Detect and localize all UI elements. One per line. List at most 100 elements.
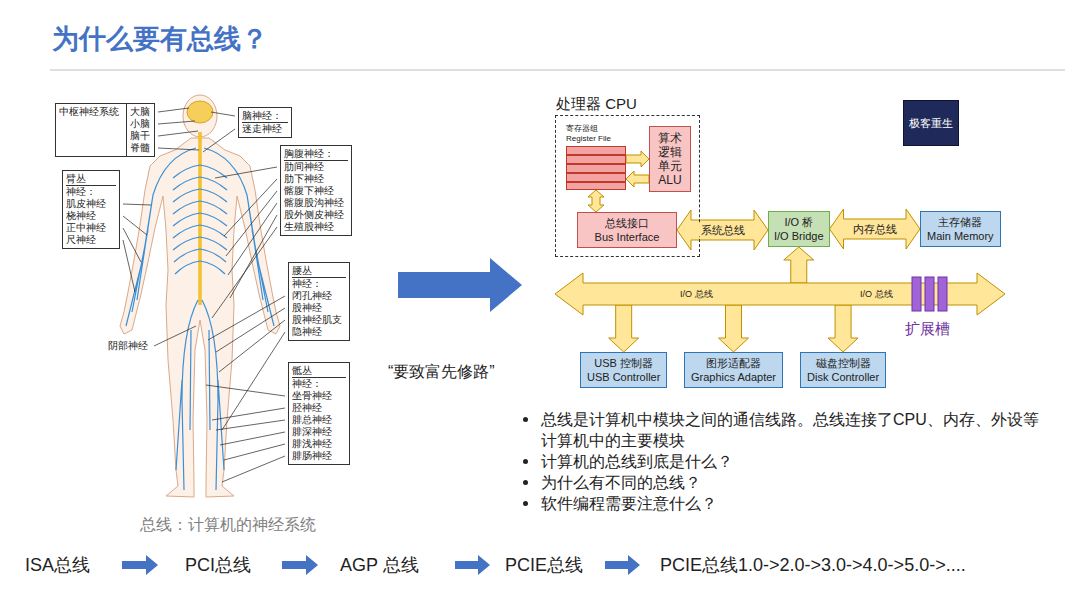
controller-box: 磁盘控制器Disk Controller [800, 352, 886, 388]
group-heading: 胸腹神经： [284, 148, 348, 161]
register-heading: 寄存器组 Register File [566, 124, 626, 144]
slot-label: 扩展槽 [905, 320, 950, 338]
leader-line [123, 228, 141, 262]
box-label: 算术逻辑单元 [656, 131, 684, 173]
io-bus-arrow [555, 283, 1005, 305]
bus-arrow [719, 305, 749, 352]
bullet-item: 为什么有不同的总线？ [515, 472, 1045, 493]
leader-line [123, 240, 135, 292]
nerve-lines [176, 300, 224, 490]
part-name: 小脑 [130, 118, 151, 130]
box-label: ALU [656, 173, 684, 187]
box-label: 总线接口 [584, 216, 670, 230]
bus-arrow [677, 210, 768, 250]
bullet-dot [523, 459, 528, 464]
leader-line [224, 179, 277, 236]
title-rule [50, 70, 1065, 71]
bus-generation: ISA总线 [25, 553, 90, 577]
box-label: Disk Controller [807, 370, 879, 384]
nerve-lines [200, 165, 227, 274]
cpu-heading: 处理器 CPU [556, 95, 637, 113]
nerve-name: 腓肠神经 [292, 450, 346, 462]
leader-line [158, 148, 199, 150]
nerve-name: 正中神经 [66, 222, 116, 234]
leader-line [158, 131, 198, 136]
bus-name: 系统总线 [699, 224, 747, 237]
register-file: 寄存器组 Register File [566, 124, 626, 190]
bullet-text: 计算机的总线到底是什么？ [541, 453, 733, 470]
leader-line [216, 420, 285, 430]
bullet-text: 总线是计算机中模块之间的通信线路。总线连接了CPU、内存、外设等计算机中的主要模… [541, 411, 1039, 449]
box-label: Graphics Adapter [691, 370, 776, 384]
box-label: I/O Bridge [774, 229, 824, 243]
leader-line [158, 108, 189, 112]
bullet-list: 总线是计算机中模块之间的通信线路。总线连接了CPU、内存、外设等计算机中的主要模… [515, 409, 1045, 514]
nerve-label-box: 腰丛神经：闭孔神经股神经股神经肌支隐神经 [288, 262, 350, 341]
nerve-label-box: 脑神经：迷走神经 [238, 107, 292, 138]
nerve-label: 阴部神经 [108, 340, 148, 352]
flow-arrow [282, 555, 318, 575]
bullet-text: 软件编程需要注意什么？ [541, 495, 717, 512]
leader-line [208, 296, 285, 340]
group-heading: 脑神经： [242, 110, 288, 123]
box-label: USB 控制器 [587, 356, 660, 370]
list-cell: 大脑小脑脑干脊髓 [126, 104, 154, 156]
nerve-lines [204, 148, 274, 326]
io-bus-band: I/O 总线I/O 总线 [555, 283, 1005, 305]
io-bridge-box: I/O 桥I/O Bridge [768, 211, 830, 247]
logo-badge: 极客重生 [903, 100, 959, 146]
box-label: 极客重生 [909, 116, 953, 130]
bus-generation: PCI总线 [185, 553, 251, 577]
leader-line [222, 332, 285, 430]
cpu-boundary: 处理器 CPU寄存器组 Register File算术逻辑单元ALU总线接口Bu… [555, 115, 700, 257]
group-heading: 骶丛 [292, 365, 346, 378]
leader-line [219, 320, 285, 372]
spinal-cord [198, 132, 202, 305]
slogan: “要致富先修路” [388, 362, 495, 382]
nerve-label-box: 臂丛神经：肌皮神经桡神经正中神经尺神经 [62, 170, 120, 249]
flow-arrow [605, 555, 640, 575]
bus-arrow [784, 247, 814, 283]
bus-arrow [828, 305, 858, 352]
nerve-name: 肋下神经 [284, 173, 348, 185]
brain [187, 101, 213, 123]
leader-line [154, 326, 196, 346]
box-label: 磁盘控制器 [807, 356, 879, 370]
box-label: I/O 桥 [774, 215, 824, 229]
bus-label: I/O 总线 [860, 287, 893, 301]
leader-line [220, 432, 285, 445]
leader-line [212, 227, 277, 318]
box-label: Bus Interface [584, 230, 670, 244]
system-heading: 中枢神经系统 [59, 106, 123, 118]
memory-box: 主存储器Main Memory [920, 211, 1001, 247]
bus-generation: AGP 总线 [340, 553, 419, 577]
leader-line [123, 108, 285, 482]
nerve-lines [173, 165, 200, 274]
leader-line [215, 167, 277, 178]
bus-arrow [609, 305, 639, 352]
leader-line [212, 408, 285, 420]
nerve-lines [126, 148, 196, 326]
nerve-name: 肌皮神经 [66, 198, 116, 210]
alu-box: 算术逻辑单元ALU [649, 126, 691, 192]
box-label: 图形适配器 [691, 356, 776, 370]
group-heading: 腰丛 [292, 265, 346, 278]
bus-generation: PCIE总线1.0->2.0->3.0->4.0->5.0->.... [660, 553, 966, 577]
part-name: 大脑 [130, 106, 151, 118]
nerve-name: 肋间神经 [284, 161, 348, 173]
bullet-dot [523, 480, 528, 485]
controller-box: 图形适配器Graphics Adapter [684, 352, 783, 388]
nerve-name: 胫神经 [292, 402, 346, 414]
bus-generation: PCIE总线 [505, 553, 583, 577]
nerve-name: 桡神经 [66, 210, 116, 222]
nerve-label-box: 中枢神经系统大脑小脑脑干脊髓 [55, 103, 155, 157]
bullet-item: 软件编程需要注意什么？ [515, 493, 1045, 514]
box-label: 主存储器 [927, 215, 994, 229]
bus-name: 内存总线 [851, 223, 899, 236]
flow-arrow [122, 555, 158, 575]
head-outline [183, 95, 217, 137]
nerve-name: 闭孔神经 [292, 290, 346, 302]
leader-line [211, 112, 235, 116]
